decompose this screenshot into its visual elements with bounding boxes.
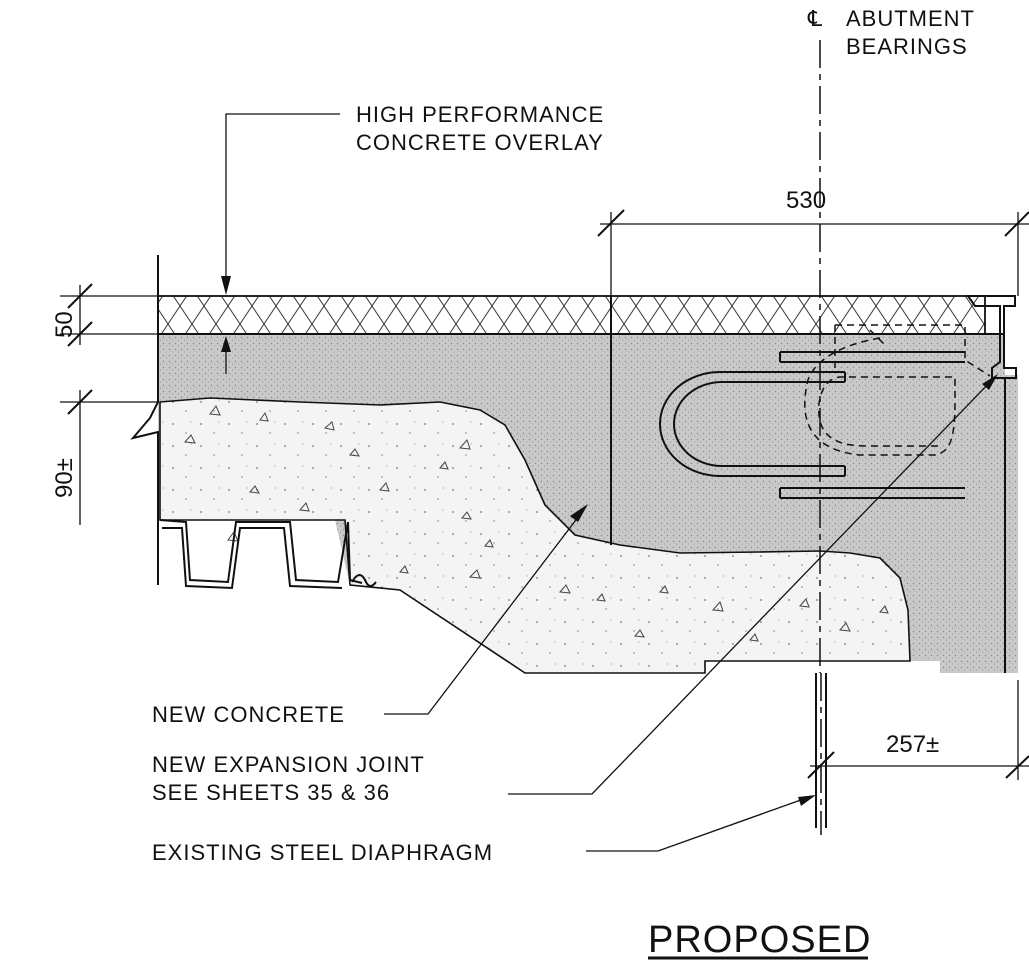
steel-diaphragm-leader xyxy=(586,795,816,852)
u-bar-anchor xyxy=(659,351,965,499)
expansion-joint-leader xyxy=(508,374,998,795)
dimension-50 xyxy=(60,283,158,347)
dimension-label-530: 530 xyxy=(786,187,826,214)
dimension-label-257: 257± xyxy=(886,731,939,758)
new-joint-anchor-dashed xyxy=(804,324,991,456)
centerline-symbol: ℄ xyxy=(807,6,823,31)
new-concrete-leader xyxy=(384,504,588,715)
break-line xyxy=(130,255,159,585)
new-concrete-label: NEW CONCRETE xyxy=(152,702,345,727)
dimension-530 xyxy=(597,209,1029,296)
abutment-label-line2: BEARINGS xyxy=(846,34,968,59)
expansion-joint-label-line2: SEE SHEETS 35 & 36 xyxy=(152,780,390,805)
dimension-label-90: 90± xyxy=(51,458,78,498)
overlay-leader xyxy=(221,113,340,374)
concrete-overlay-band xyxy=(157,295,986,335)
steel-diaphragm xyxy=(815,673,827,835)
steel-deck-profile xyxy=(159,519,363,584)
dimension-257 xyxy=(807,680,1029,780)
abutment-label-line1: ABUTMENT xyxy=(846,6,975,31)
dimension-label-50: 50 xyxy=(51,311,78,338)
dimension-90 xyxy=(60,389,158,525)
steel-diaphragm-label: EXISTING STEEL DIAPHRAGM xyxy=(152,840,493,865)
drawing-title: PROPOSED xyxy=(648,919,871,961)
joint-armour-angle xyxy=(966,295,1017,379)
expansion-joint-label-line1: NEW EXPANSION JOINT xyxy=(152,752,425,777)
overlay-label-line2: CONCRETE OVERLAY xyxy=(356,130,604,155)
aggregate-symbols xyxy=(183,405,889,642)
overlay-label-line1: HIGH PERFORMANCE xyxy=(356,102,604,127)
